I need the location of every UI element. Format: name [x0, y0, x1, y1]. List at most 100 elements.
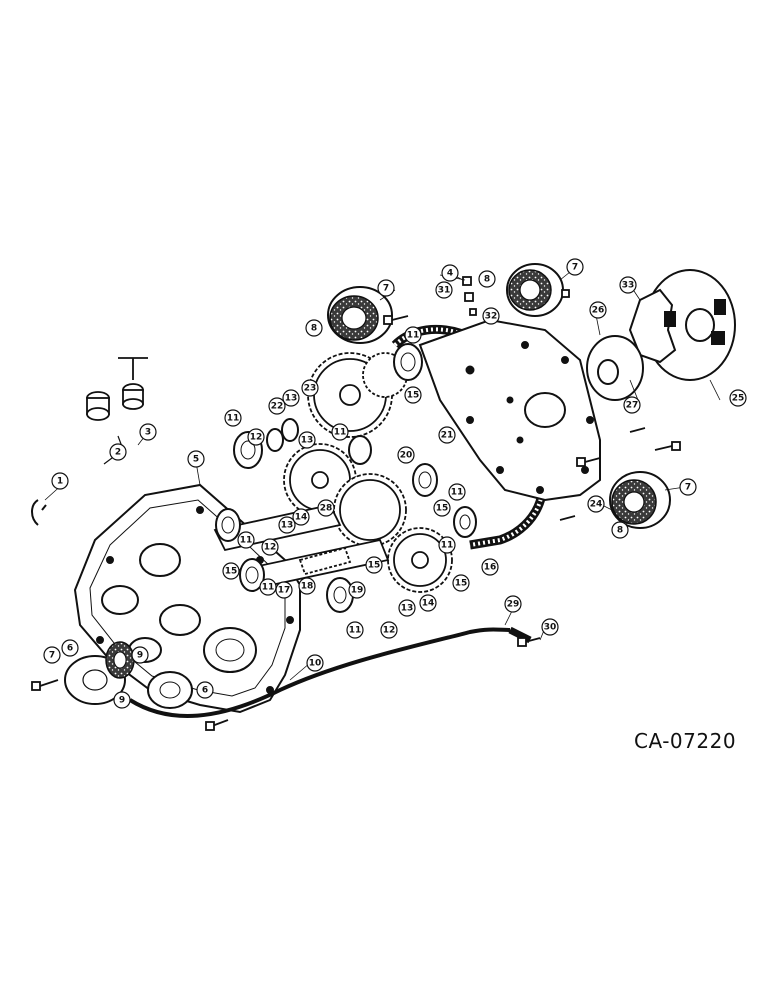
callout-number: 7: [572, 263, 578, 273]
callout-11: 11: [224, 409, 242, 427]
callout-20: 20: [397, 446, 415, 464]
callout-number: 7: [49, 651, 55, 661]
callout-circle: [438, 536, 456, 554]
callout-number: 11: [227, 414, 240, 424]
callout-number: 4: [447, 269, 453, 279]
callout-18: 18: [298, 577, 316, 595]
callout-13: 13: [278, 516, 296, 534]
callout-circle: [380, 621, 398, 639]
callout-circle: [348, 581, 366, 599]
callout-11: 11: [448, 483, 466, 501]
callout-number: 8: [484, 275, 490, 285]
callout-circle: [541, 618, 559, 636]
callout-circle: [306, 654, 324, 672]
callout-circle: [224, 409, 242, 427]
callout-1: 1: [51, 472, 69, 490]
callout-circle: [247, 428, 265, 446]
callout-28: 28: [317, 499, 335, 517]
callout-number: 18: [301, 582, 314, 592]
callout-number: 19: [351, 586, 364, 596]
callout-15: 15: [222, 562, 240, 580]
callout-number: 12: [250, 433, 263, 443]
callout-circle: [438, 426, 456, 444]
callout-3: 3: [139, 423, 157, 441]
callout-11: 11: [237, 531, 255, 549]
callout-22: 22: [268, 397, 286, 415]
callout-circle: [452, 574, 470, 592]
callout-8: 8: [478, 270, 496, 288]
callout-23: 23: [301, 379, 319, 397]
drawing-code: CA-07220: [634, 729, 736, 753]
callout-number: 13: [401, 604, 414, 614]
callout-12: 12: [247, 428, 265, 446]
callout-17: 17: [275, 581, 293, 599]
callout-6: 6: [61, 639, 79, 657]
callout-number: 12: [264, 543, 277, 553]
callout-number: 7: [383, 284, 389, 294]
callout-number: 11: [262, 583, 275, 593]
callout-30: 30: [541, 618, 559, 636]
callout-11: 11: [331, 423, 349, 441]
callout-16: 16: [481, 558, 499, 576]
callout-25: 25: [729, 389, 747, 407]
callout-number: 30: [544, 623, 557, 633]
callout-circle: [113, 691, 131, 709]
callout-number: 14: [422, 599, 435, 609]
callout-circle: [623, 396, 641, 414]
callout-13: 13: [298, 431, 316, 449]
callout-number: 29: [507, 600, 520, 610]
callout-6: 6: [196, 681, 214, 699]
callout-circle: [404, 326, 422, 344]
callout-circle: [305, 319, 323, 337]
callout-number: 15: [368, 561, 381, 571]
callout-number: 33: [622, 281, 635, 291]
coupling-assembly: [586, 269, 736, 401]
callout-circle: [298, 431, 316, 449]
callout-circle: [566, 258, 584, 276]
callout-circle: [611, 521, 629, 539]
callout-circle: [331, 423, 349, 441]
callout-number: 20: [400, 451, 413, 461]
callout-number: 8: [311, 324, 317, 334]
callout-15: 15: [433, 499, 451, 517]
bearing-housing-lower-right: [609, 471, 671, 529]
callout-number: 6: [202, 686, 208, 696]
callout-number: 28: [320, 504, 333, 514]
callout-number: 15: [436, 504, 449, 514]
callout-circle: [589, 301, 607, 319]
callout-circle: [404, 386, 422, 404]
callout-29: 29: [504, 595, 522, 613]
callout-13: 13: [282, 389, 300, 407]
callout-circle: [298, 577, 316, 595]
callout-9: 9: [113, 691, 131, 709]
plug-and-filler-parts: [31, 357, 148, 526]
callout-circle: [278, 516, 296, 534]
callout-circle: [301, 379, 319, 397]
callout-number: 14: [295, 513, 308, 523]
callout-number: 1: [57, 477, 63, 487]
callout-13: 13: [398, 599, 416, 617]
callout-11: 11: [259, 578, 277, 596]
callout-21: 21: [438, 426, 456, 444]
callout-number: 10: [309, 659, 322, 669]
callout-15: 15: [365, 556, 383, 574]
callout-circle: [419, 594, 437, 612]
callout-number: 11: [349, 626, 362, 636]
callout-circle: [679, 478, 697, 496]
callout-number: 11: [240, 536, 253, 546]
callout-number: 27: [626, 401, 639, 411]
callout-24: 24: [587, 495, 605, 513]
callout-number: 8: [617, 526, 623, 536]
callout-2: 2: [109, 443, 127, 461]
fastener-bolts: [31, 276, 681, 731]
callout-number: 26: [592, 306, 605, 316]
callout-11: 11: [346, 621, 364, 639]
callout-circle: [139, 423, 157, 441]
callout-circle: [435, 281, 453, 299]
part-number-callouts: 1234566777788899101111111111111111121212…: [43, 258, 747, 709]
callout-circle: [587, 495, 605, 513]
callout-15: 15: [452, 574, 470, 592]
callout-circle: [346, 621, 364, 639]
